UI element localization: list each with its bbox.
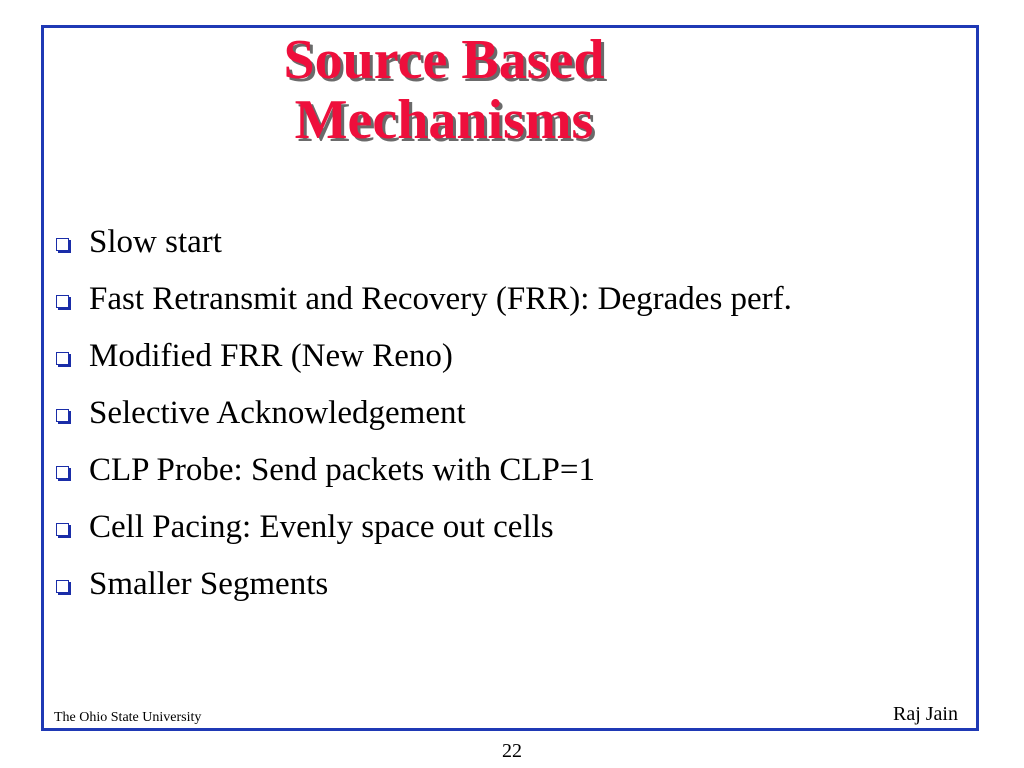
hollow-square-bullet-icon bbox=[56, 238, 69, 251]
slide-title-line-1: Source Based bbox=[283, 29, 605, 91]
bullet-item: Fast Retransmit and Recovery (FRR): Degr… bbox=[56, 271, 792, 328]
bullet-item: CLP Probe: Send packets with CLP=1 bbox=[56, 442, 792, 499]
bullet-text: Selective Acknowledgement bbox=[89, 395, 466, 431]
bullet-text: Slow start bbox=[89, 224, 222, 260]
page-number: 22 bbox=[502, 740, 522, 762]
slide-frame: Source Based Mechanisms Slow start Fast … bbox=[41, 25, 979, 731]
footer-institution: The Ohio State University bbox=[54, 710, 202, 725]
bullet-item: Modified FRR (New Reno) bbox=[56, 328, 792, 385]
bullet-item: Cell Pacing: Evenly space out cells bbox=[56, 499, 792, 556]
bullet-item: Selective Acknowledgement bbox=[56, 385, 792, 442]
hollow-square-bullet-icon bbox=[56, 466, 69, 479]
footer-author: Raj Jain bbox=[893, 703, 958, 725]
bullet-item: Smaller Segments bbox=[56, 556, 792, 613]
bullet-text: Smaller Segments bbox=[89, 566, 329, 602]
bullet-text: CLP Probe: Send packets with CLP=1 bbox=[89, 452, 595, 488]
slide-title-line-2: Mechanisms bbox=[294, 89, 594, 151]
bullet-item: Slow start bbox=[56, 214, 792, 271]
bullet-text: Fast Retransmit and Recovery (FRR): Degr… bbox=[89, 281, 792, 317]
bullet-text: Modified FRR (New Reno) bbox=[89, 338, 453, 374]
hollow-square-bullet-icon bbox=[56, 409, 69, 422]
bullet-text: Cell Pacing: Evenly space out cells bbox=[89, 509, 554, 545]
slide-title: Source Based Mechanisms bbox=[44, 30, 844, 150]
hollow-square-bullet-icon bbox=[56, 352, 69, 365]
hollow-square-bullet-icon bbox=[56, 580, 69, 593]
hollow-square-bullet-icon bbox=[56, 523, 69, 536]
bullet-list: Slow start Fast Retransmit and Recovery … bbox=[56, 214, 792, 613]
hollow-square-bullet-icon bbox=[56, 295, 69, 308]
